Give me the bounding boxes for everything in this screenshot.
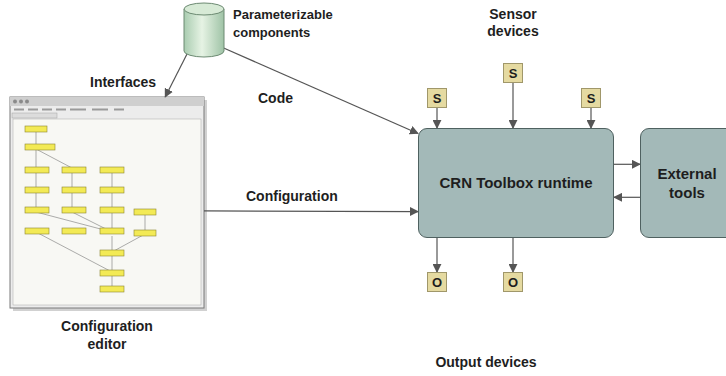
window-frame [10, 97, 204, 308]
database-cylinder: Parameterizable components [183, 2, 225, 58]
node-label: External tools [641, 164, 726, 203]
arrow-connector [512, 83, 513, 128]
output-box: O [503, 272, 523, 292]
tab [12, 113, 57, 118]
cylinder-shape [183, 2, 225, 58]
arrow-connector [436, 238, 437, 272]
edge-label: Configuration [244, 188, 340, 205]
tool-box: External tools [640, 128, 726, 238]
canvas-wires [36, 131, 145, 288]
device-letter: O [508, 276, 518, 289]
arrow-connector [614, 164, 640, 165]
sensor-box: S [581, 88, 601, 108]
arrow-connector [590, 108, 591, 128]
canvas-blocks [25, 126, 156, 292]
arrow-connector [436, 108, 437, 128]
sensor-box: S [503, 63, 523, 83]
sensor-box: S [427, 88, 447, 108]
arrow-connector [614, 197, 640, 198]
device-letter: S [433, 92, 442, 105]
window-button [13, 100, 17, 104]
runtime-box: CRN Toolbox runtime [418, 128, 614, 238]
arrow-connector [204, 210, 418, 212]
node-label: CRN Toolbox runtime [439, 173, 592, 193]
window-button [25, 100, 29, 104]
group-label: Sensor devices [480, 6, 546, 40]
node-label: Configuration editor [49, 318, 165, 353]
menu-bar [14, 109, 124, 111]
title-bar [10, 97, 204, 106]
arrow-connector [165, 50, 189, 97]
group-label: Output devices [430, 354, 542, 371]
output-box: O [427, 272, 447, 292]
device-letter: O [432, 276, 442, 289]
edge-label: Interfaces [88, 74, 158, 91]
editor-window: Configuration editor [10, 97, 204, 308]
editor-canvas [13, 119, 201, 305]
device-letter: S [509, 67, 518, 80]
window-button [19, 100, 23, 104]
edge-label: Code [256, 90, 295, 107]
arrow-connector [512, 238, 513, 272]
arrow-connector [221, 47, 418, 134]
screenshot-shadow [13, 100, 207, 311]
node-label: Parameterizable components [233, 6, 353, 41]
device-letter: S [587, 92, 596, 105]
